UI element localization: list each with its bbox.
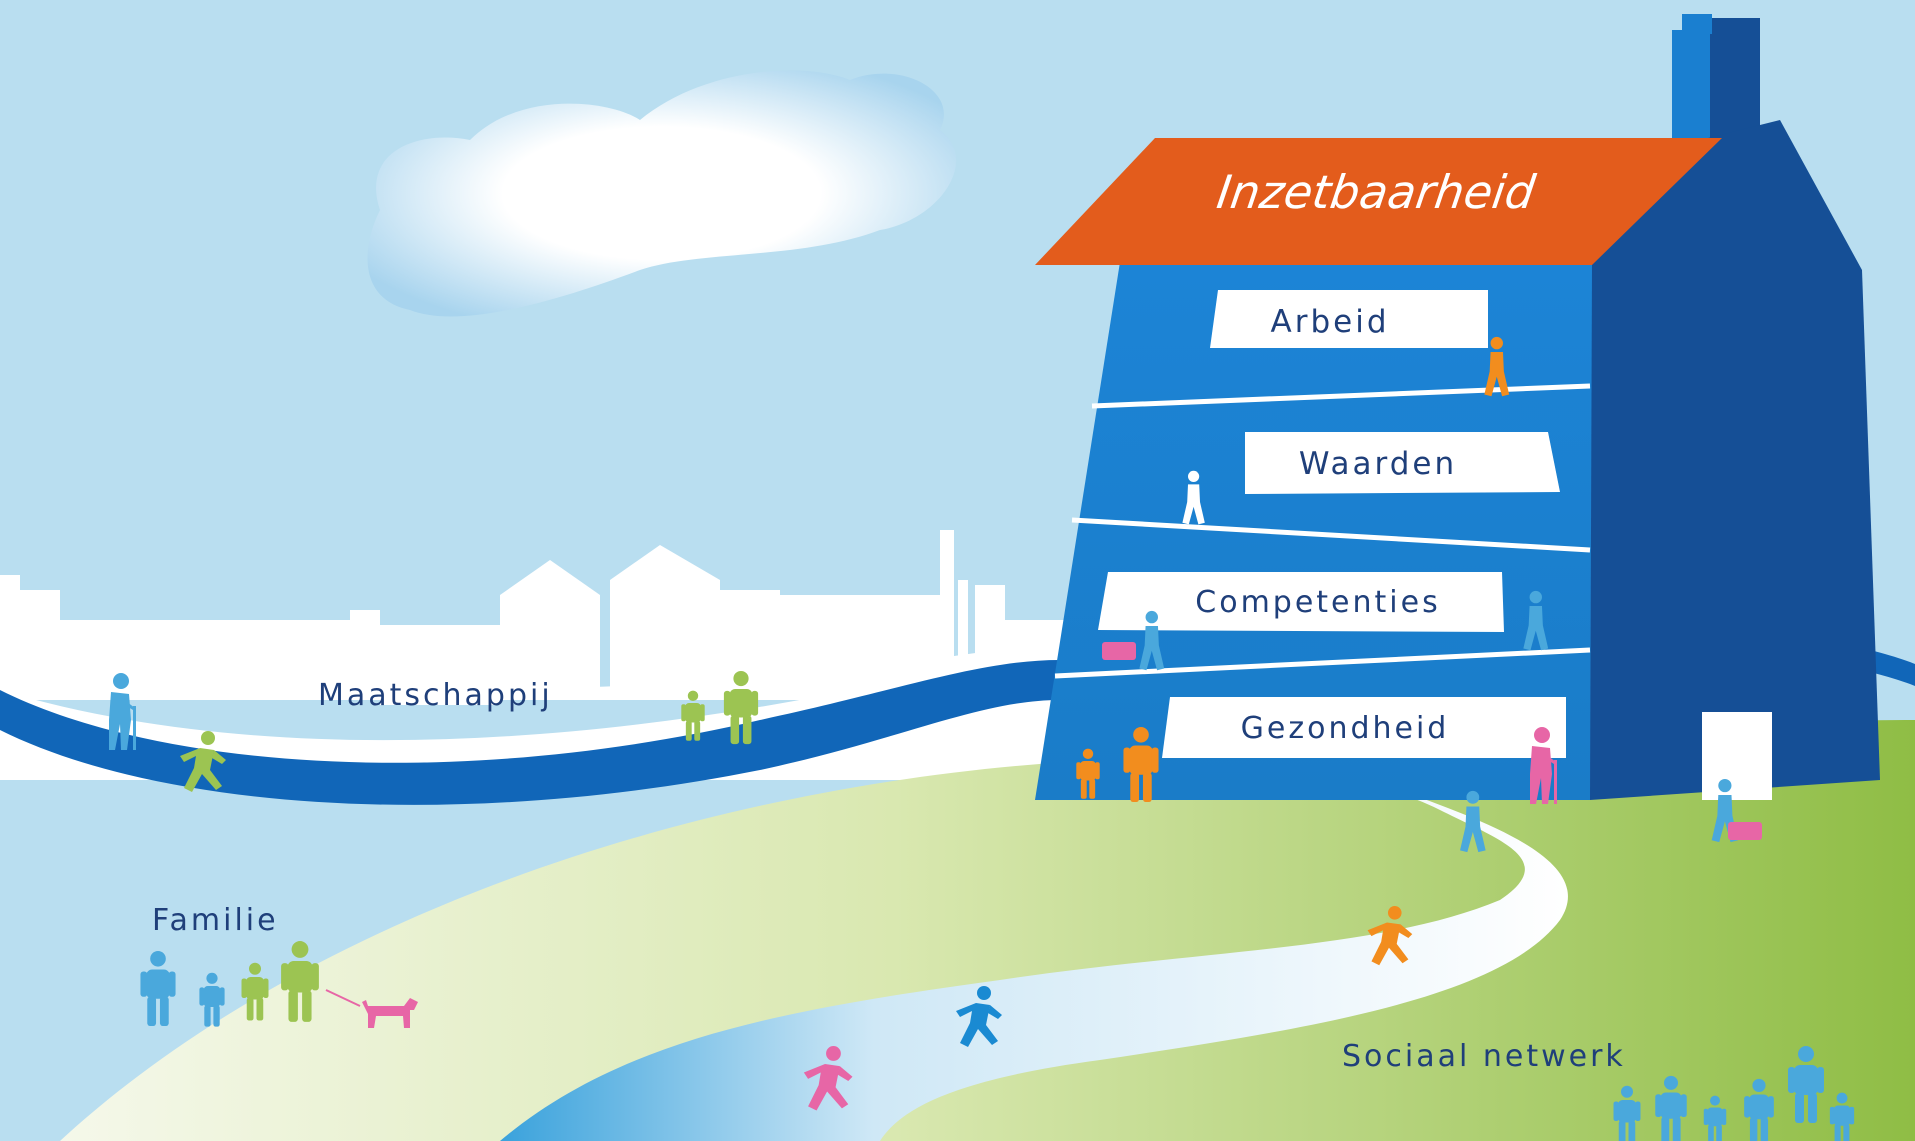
briefcase-icon bbox=[1728, 822, 1762, 840]
floor-gezondheid: Gezondheid bbox=[1162, 697, 1566, 758]
roof bbox=[1035, 138, 1722, 265]
river-right bbox=[1870, 650, 1915, 686]
house-front-wall bbox=[1035, 262, 1592, 800]
briefcase-icon bbox=[1102, 642, 1136, 660]
label-maatschappij: Maatschappij bbox=[318, 678, 553, 713]
floor-waarden: Waarden bbox=[1245, 432, 1560, 494]
grass-hill bbox=[60, 720, 1915, 1141]
house: Inzetbaarheid Arbeid Waarden Competentie… bbox=[1035, 14, 1880, 800]
floor-label-gezondheid: Gezondheid bbox=[1241, 711, 1450, 746]
label-sociaal-netwerk: Sociaal netwerk bbox=[1342, 1039, 1626, 1074]
floor-line-2 bbox=[1071, 517, 1591, 553]
house-side-wall bbox=[1590, 120, 1880, 800]
label-familie: Familie bbox=[152, 903, 279, 938]
floor-arbeid: Arbeid bbox=[1210, 290, 1488, 348]
floor-label-arbeid: Arbeid bbox=[1271, 304, 1390, 340]
city-skyline-icon bbox=[0, 530, 1065, 705]
winding-path bbox=[500, 788, 1568, 1141]
river bbox=[0, 660, 1060, 805]
floor-label-competenties: Competenties bbox=[1195, 585, 1440, 620]
floor-label-waarden: Waarden bbox=[1299, 446, 1457, 482]
dog-leash bbox=[325, 989, 361, 1007]
roof-label: Inzetbaarheid bbox=[1214, 165, 1539, 219]
floor-line-3 bbox=[1054, 647, 1591, 679]
floor-competenties: Competenties bbox=[1098, 572, 1504, 632]
house-door bbox=[1702, 712, 1772, 800]
cloud-icon bbox=[367, 70, 957, 317]
